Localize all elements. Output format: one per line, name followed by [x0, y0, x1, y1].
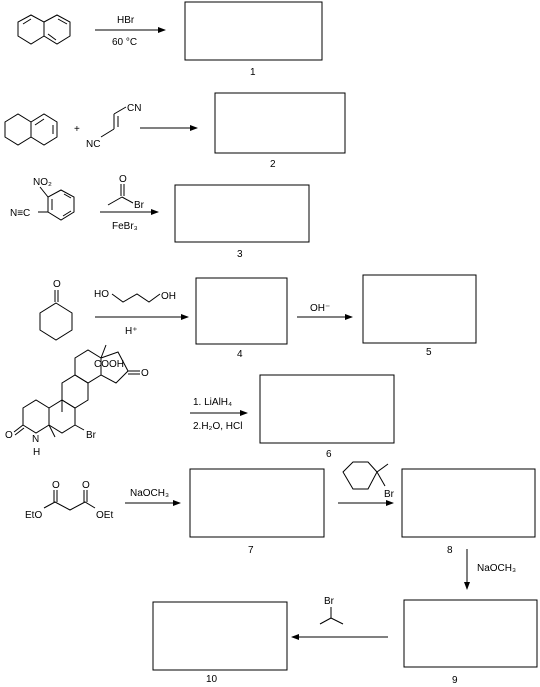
methylcyclohexyl-bromide-structure: Br — [342, 461, 395, 500]
propanediol-structure: HO OH — [94, 289, 176, 303]
product-number-4: 4 — [237, 349, 243, 360]
label-ketone-o: O — [53, 279, 61, 290]
answer-box-9[interactable] — [403, 599, 538, 668]
diethyl-malonate-structure: EtO O O OEt — [25, 480, 113, 521]
label-no2: NO₂ — [33, 177, 52, 188]
reagent-hbr: HBr — [117, 15, 135, 26]
reagent-hydroxide: OH⁻ — [310, 303, 330, 314]
acetyl-bromide-structure: O Br — [107, 174, 145, 211]
answer-box-7[interactable] — [189, 468, 325, 538]
label-steroid-h: H — [33, 447, 40, 458]
label-ester-o2: O — [82, 480, 90, 491]
reagent-temperature: 60 °C — [112, 37, 137, 48]
label-ester-o1: O — [52, 480, 60, 491]
product-number-3: 3 — [237, 249, 243, 260]
reagent-workup: 2.H₂O, HCl — [193, 421, 242, 432]
label-cyclohexyl-br: Br — [384, 489, 395, 500]
label-cn: CN — [127, 103, 141, 114]
cyclohexanone-structure: O — [39, 279, 73, 341]
answer-box-1[interactable] — [184, 1, 323, 61]
reagent-febr3: FeBr₃ — [112, 221, 138, 232]
answer-box-8[interactable] — [401, 468, 536, 538]
answer-box-2[interactable] — [214, 92, 346, 154]
label-ester-oet-left: EtO — [25, 510, 42, 521]
product-number-5: 5 — [426, 347, 432, 358]
reagent-acid: H⁺ — [125, 326, 138, 337]
aza-steroid-structure: COOH O O N H Br — [5, 344, 149, 458]
answer-box-3[interactable] — [174, 184, 310, 243]
label-ester-oet-right: OEt — [96, 510, 113, 521]
label-steroid-br: Br — [86, 430, 97, 441]
reagent-lialh4: 1. LiAlH₄ — [193, 397, 232, 408]
dihydronaphthalene-structure — [17, 14, 71, 45]
isopropyl-bromide-structure: Br — [319, 596, 344, 625]
label-acyl-o: O — [119, 174, 127, 185]
product-number-7: 7 — [248, 545, 254, 556]
product-number-8: 8 — [447, 545, 453, 556]
label-isopropyl-br: Br — [324, 596, 335, 607]
octahydronaphthalene-diene-structure — [4, 113, 58, 146]
product-number-1: 1 — [250, 67, 256, 78]
product-number-2: 2 — [270, 159, 276, 170]
answer-box-5[interactable] — [362, 274, 477, 344]
nitrobenzonitrile-structure: NO₂ N≡C — [10, 177, 75, 221]
label-steroid-o-left: O — [5, 430, 13, 441]
label-cooh: COOH — [94, 359, 124, 370]
product-number-10: 10 — [206, 674, 218, 685]
plus-sign: + — [74, 124, 80, 135]
label-diol-oh: OH — [161, 291, 176, 302]
product-number-6: 6 — [326, 449, 332, 460]
label-nitrile: N≡C — [10, 208, 30, 219]
reagent-methoxide-2: NaOCH₃ — [477, 563, 516, 574]
label-steroid-n: N — [32, 434, 39, 445]
label-acyl-br: Br — [134, 200, 145, 211]
label-steroid-o-right: O — [141, 368, 149, 379]
reagent-methoxide-1: NaOCH₃ — [130, 488, 169, 499]
label-nc: NC — [86, 139, 100, 150]
product-number-9: 9 — [452, 675, 458, 686]
fumaronitrile-structure: CN NC — [86, 103, 141, 150]
answer-box-10[interactable] — [152, 601, 288, 671]
answer-box-6[interactable] — [259, 374, 395, 444]
label-diol-ho: HO — [94, 289, 109, 300]
answer-box-4[interactable] — [195, 277, 288, 345]
